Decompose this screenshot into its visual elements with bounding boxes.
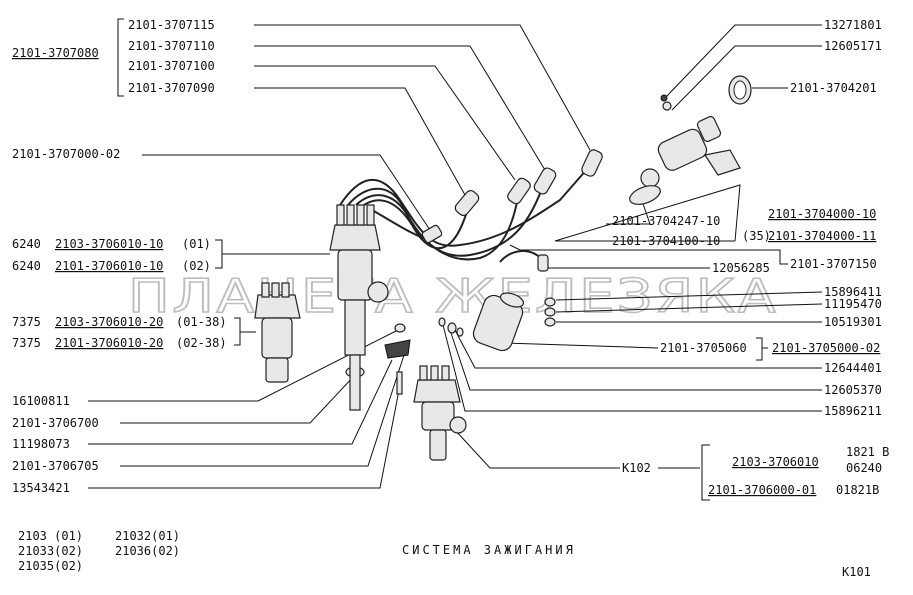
k102-row2-part: 2101-3706000-01 <box>708 483 816 497</box>
dist-part-1: 2103-3706010-10 <box>55 237 163 251</box>
ignition-switch-illustration <box>629 75 752 205</box>
label-3705060: 2101-3705060 <box>660 341 747 355</box>
k102-row1-part: 2103-3706010 <box>732 455 819 469</box>
label-15896411: 15896411 <box>824 285 882 299</box>
dist-suffix-4: (02-38) <box>176 336 227 350</box>
label-12605171: 12605171 <box>824 39 882 53</box>
label-wire-set: 2101-3707080 <box>12 46 99 60</box>
dist-prefix-3: 7375 <box>12 315 41 329</box>
dist-part-4: 2101-3706010-20 <box>55 336 163 350</box>
label-3704247: 2101-3704247-10 <box>612 214 720 228</box>
k102-row1-note2: 06240 <box>846 461 882 475</box>
label-11195470: 11195470 <box>824 297 882 311</box>
distributor-label-2: 6240 2101-3706010-10 (02) <box>12 259 211 273</box>
label-13543421: 13543421 <box>12 481 70 495</box>
bracket-wire-set <box>117 18 124 97</box>
leader-3705060 <box>504 342 659 349</box>
leader-3704100 <box>554 184 741 242</box>
label-3707150: 2101-3707150 <box>790 257 877 271</box>
leader-15896211 <box>442 324 822 412</box>
label-central-wire: 2101-3707000-02 <box>12 147 120 161</box>
label-12644401: 12644401 <box>824 361 882 375</box>
leader-13543421 <box>88 384 401 489</box>
dist-prefix-4: 7375 <box>12 336 41 350</box>
model-left-2: 21033(02) <box>18 544 83 558</box>
label-3704201: 2101-3704201 <box>790 81 877 95</box>
leader-wire-3 <box>254 65 516 181</box>
label-11198073: 11198073 <box>12 437 70 451</box>
small-parts-illustration <box>384 317 464 395</box>
watermark-text: ПЛАНЕТА ЖЕЛЕЗЯКА <box>128 269 778 323</box>
distributor-label-1: 6240 2103-3706010-10 (01) <box>12 237 211 251</box>
k102-row1-note1: 1821 В <box>846 445 889 459</box>
model-left-3: 21035(02) <box>18 559 83 573</box>
leader-3707150 <box>509 244 788 265</box>
model-right-2: 21036(02) <box>115 544 180 558</box>
distributor-alt-illustration <box>254 282 301 383</box>
bracket-dist-2 <box>234 317 256 346</box>
leader-12605171 <box>671 45 822 111</box>
distributor-k102-illustration <box>413 365 467 461</box>
label-wire-2: 2101-3707110 <box>128 39 215 53</box>
distributor-label-3: 7375 2103-3706010-20 (01-38) <box>12 315 227 329</box>
leader-3704247 <box>606 194 651 225</box>
bracket-coil <box>756 337 768 361</box>
leader-3706705 <box>120 351 406 467</box>
label-13271801: 13271801 <box>824 18 882 32</box>
hv-wires-illustration <box>339 149 603 272</box>
label-wire-1: 2101-3707115 <box>128 18 215 32</box>
leader-15896411 <box>555 291 823 301</box>
dist-suffix-2: (02) <box>182 259 211 273</box>
label-coil: 2101-3705000-02 <box>772 341 880 355</box>
label-switch-a: 2101-3704000-10 <box>768 207 876 221</box>
dist-part-2: 2101-3706010-10 <box>55 259 163 273</box>
label-15896211: 15896211 <box>824 404 882 418</box>
model-left-1: 2103 (01) <box>18 529 83 543</box>
leader-12605370 <box>449 329 822 391</box>
diagram-title: СИСТЕМА ЗАЖИГАНИЯ <box>402 543 576 557</box>
leader-12644401 <box>454 329 822 369</box>
leader-central-wire <box>142 154 431 231</box>
label-switch-b: 2101-3704000-11 <box>768 229 876 243</box>
dist-suffix-3: (01-38) <box>176 315 227 329</box>
dist-part-3: 2103-3706010-20 <box>55 315 163 329</box>
leader-wire-4 <box>254 87 466 196</box>
dist-prefix-2: 6240 <box>12 259 41 273</box>
leader-k102 <box>454 429 620 469</box>
model-right-1: 21032(01) <box>115 529 180 543</box>
bracket-k102 <box>658 444 710 501</box>
ignition-coil-illustration <box>472 292 556 352</box>
label-wire-4: 2101-3707090 <box>128 81 215 95</box>
bracket-dist-1 <box>215 239 330 269</box>
leader-13271801 <box>664 24 822 99</box>
label-switch-b-prefix: (35) <box>742 229 771 243</box>
leader-3706700 <box>120 374 356 424</box>
page-code: К101 <box>842 565 871 579</box>
leader-11195470 <box>555 303 823 313</box>
label-k102: К102 <box>622 461 651 475</box>
leader-wire-2 <box>254 45 546 171</box>
label-16100811: 16100811 <box>12 394 70 408</box>
label-10519301: 10519301 <box>824 315 882 329</box>
leader-wire-1 <box>254 24 591 151</box>
distributor-label-4: 7375 2101-3706010-20 (02-38) <box>12 336 227 350</box>
label-12605370: 12605370 <box>824 383 882 397</box>
dist-suffix-1: (01) <box>182 237 211 251</box>
label-wire-3: 2101-3707100 <box>128 59 215 73</box>
leader-11198073 <box>88 359 393 445</box>
label-12056285: 12056285 <box>712 261 770 275</box>
distributor-main-illustration <box>329 204 389 411</box>
label-3706705: 2101-3706705 <box>12 459 99 473</box>
label-3706700: 2101-3706700 <box>12 416 99 430</box>
k102-row2-note1: 01821В <box>836 483 879 497</box>
dist-prefix-1: 6240 <box>12 237 41 251</box>
